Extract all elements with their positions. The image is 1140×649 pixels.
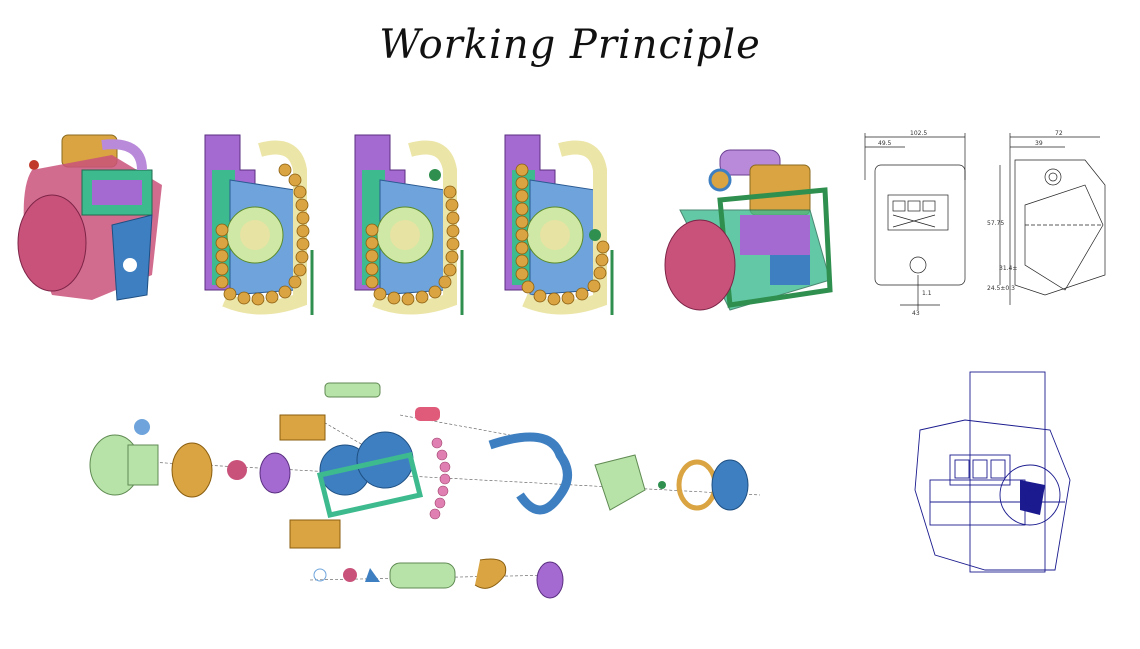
pump-3d-view-left — [17, 134, 162, 301]
dim-label-4: 43 — [912, 310, 920, 317]
pump-cross-section-3 — [504, 134, 614, 315]
pump-3d-view-right — [664, 149, 833, 311]
pump-cross-section-2 — [354, 134, 464, 315]
exploded-view — [89, 382, 761, 599]
cutaway-line-drawing — [914, 371, 1071, 573]
dim-label-2: 49.5 — [878, 140, 892, 147]
dim-label-7: 57.75 — [987, 220, 1004, 227]
technical-drawing-front: 102.5 49.5 1.1 43 — [864, 130, 966, 317]
dim-label-5: 72 — [1055, 130, 1063, 137]
page-title: Working Principle — [379, 22, 761, 68]
dim-label-8: 24.5±0.3 — [987, 285, 1015, 292]
dim-label-1: 102.5 — [910, 130, 927, 137]
dim-label-9: 31.4± — [999, 265, 1017, 272]
dim-label-3: 1.1 — [922, 290, 932, 297]
dim-label-6: 39 — [1035, 140, 1043, 147]
technical-drawing-side: 72 39 57.75 24.5±0.3 31.4± — [987, 130, 1106, 305]
pump-cross-section-1 — [204, 134, 314, 315]
